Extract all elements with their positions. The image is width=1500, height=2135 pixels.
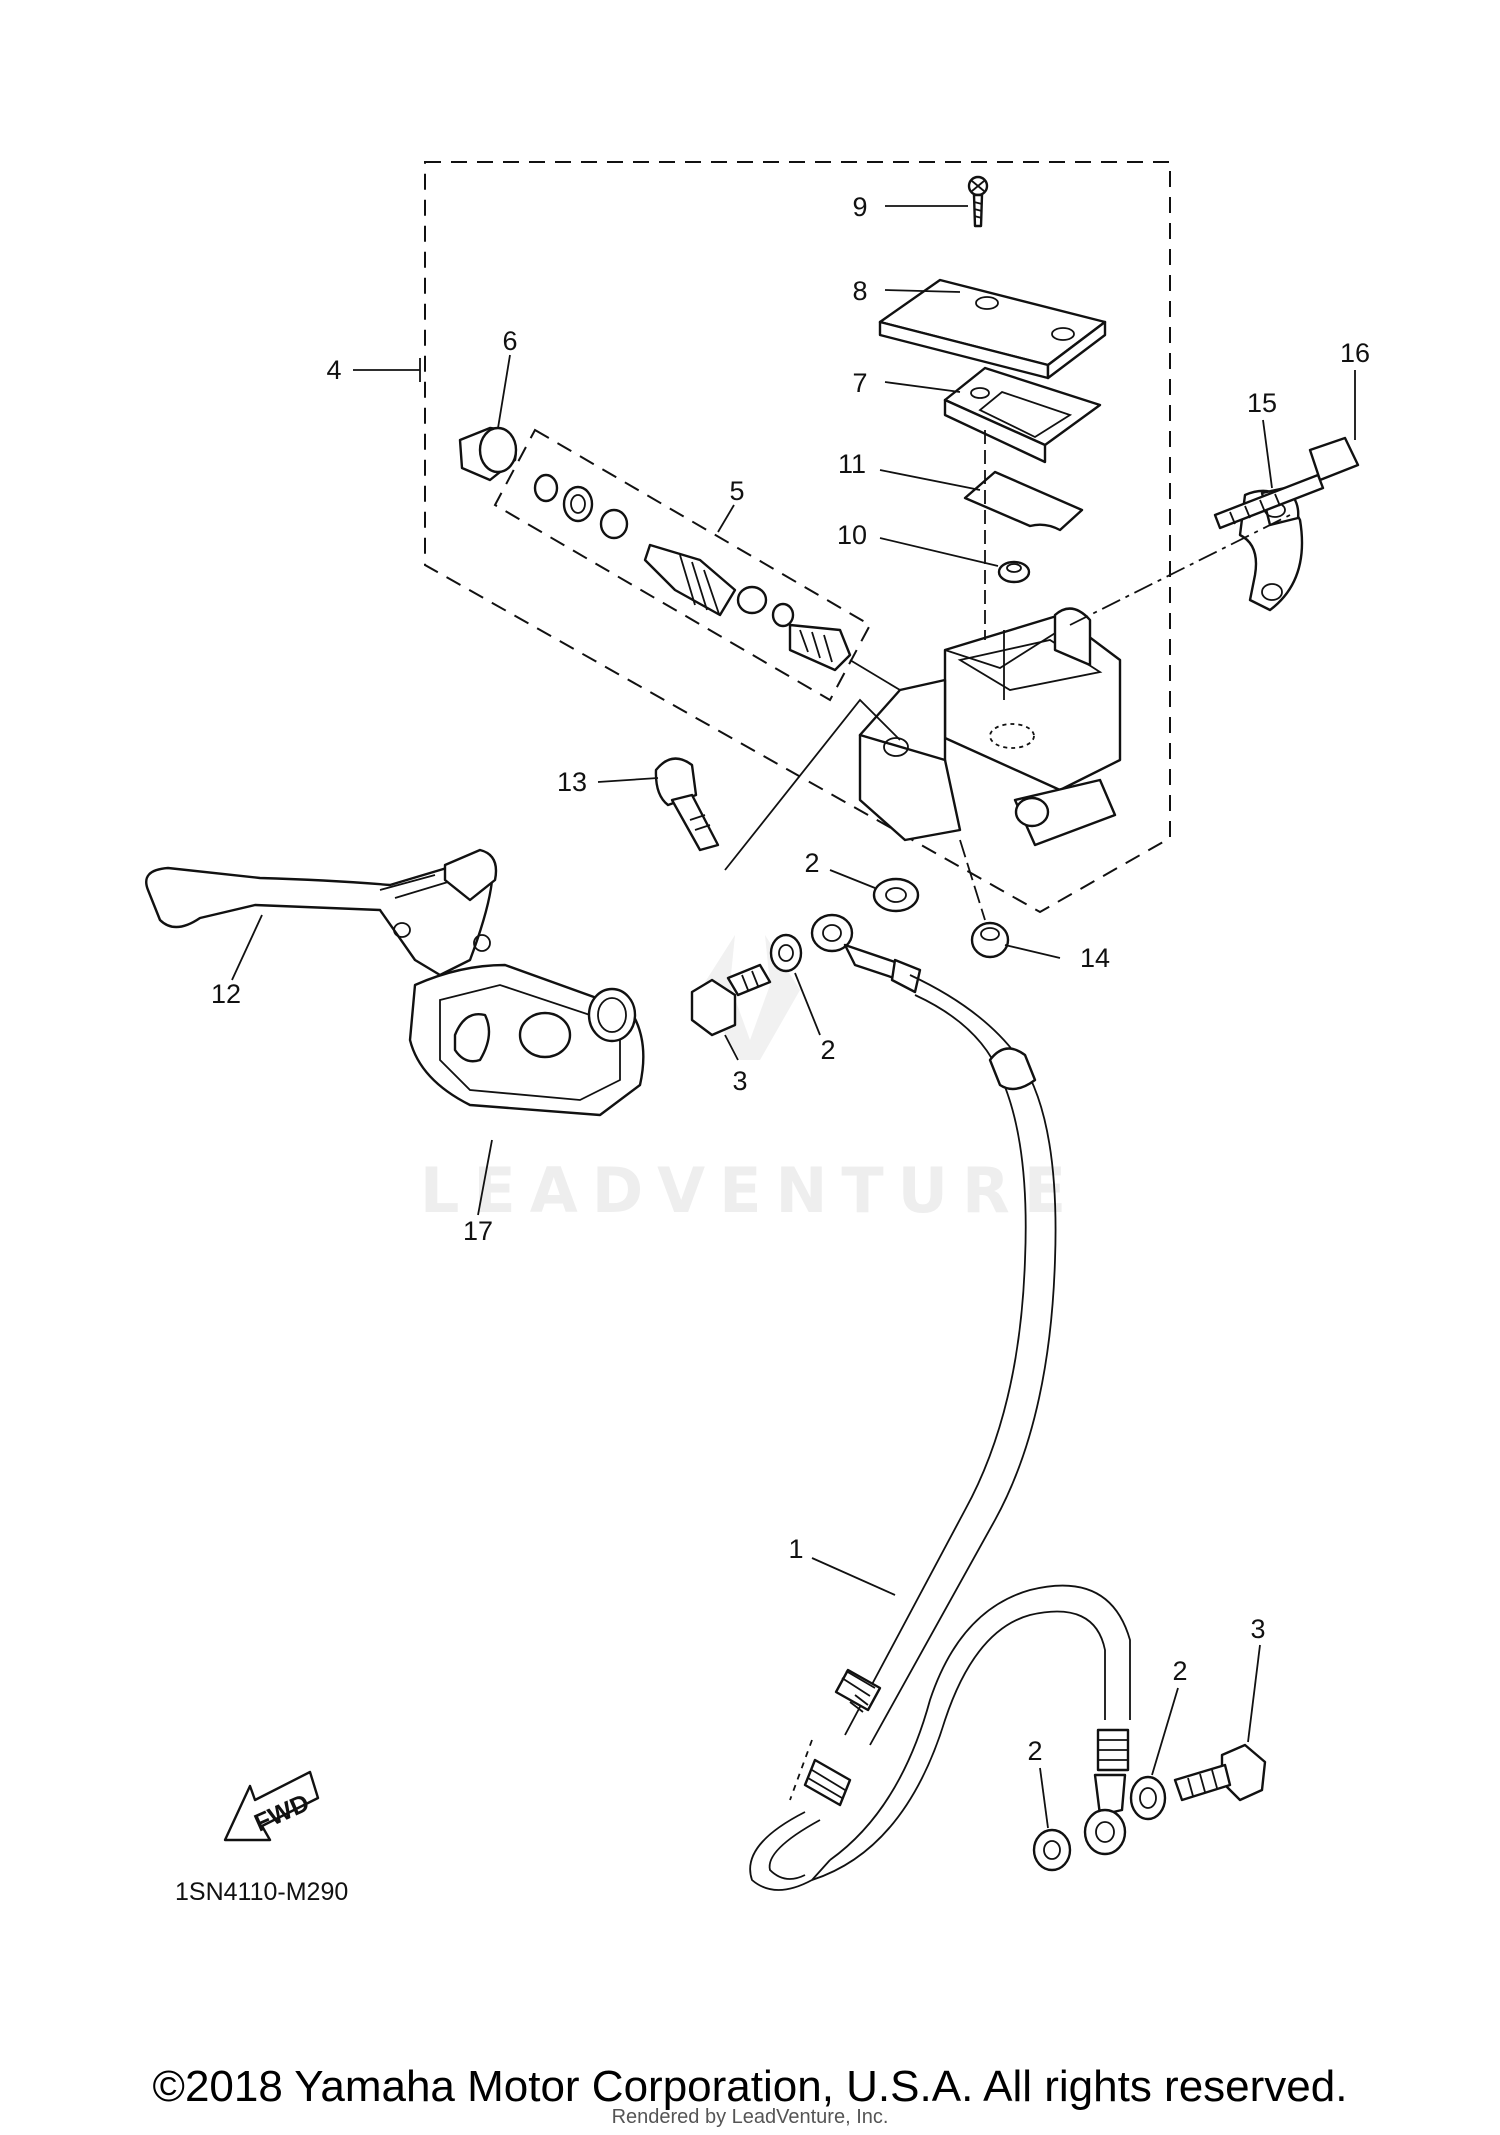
copyright-notice: ©2018 Yamaha Motor Corporation, U.S.A. A… bbox=[152, 2062, 1348, 2111]
reservoir-cap-8 bbox=[878, 278, 1107, 380]
boot-6 bbox=[458, 426, 518, 482]
callout-9: 9 bbox=[852, 192, 867, 222]
callout-15: 15 bbox=[1247, 388, 1277, 418]
callout-10: 10 bbox=[837, 520, 867, 550]
banjo-bolt-3-lower bbox=[1173, 1743, 1267, 1802]
callout-5: 5 bbox=[729, 476, 744, 506]
callouts: 9 8 7 11 10 15 16 4 6 5 13 2 14 2 3 12 1… bbox=[211, 192, 1370, 1766]
master-cylinder-body bbox=[858, 430, 1122, 847]
brake-lever-12 bbox=[145, 848, 498, 977]
fwd-arrow-icon: FWD bbox=[223, 1770, 320, 1842]
diaphragm-11 bbox=[963, 470, 1084, 532]
callout-13: 13 bbox=[557, 767, 587, 797]
washer-2-lower-left bbox=[1032, 1828, 1072, 1872]
watermark-text: LEADVENTURE bbox=[420, 1154, 1080, 1227]
callout-17: 17 bbox=[463, 1216, 493, 1246]
banjo-bolt-3-upper bbox=[690, 963, 772, 1037]
washer-10 bbox=[997, 560, 1031, 584]
callout-1: 1 bbox=[788, 1534, 803, 1564]
pivot-bolt-13 bbox=[654, 757, 720, 852]
washer-2-middle bbox=[769, 933, 803, 973]
callout-8: 8 bbox=[852, 276, 867, 306]
nut-14 bbox=[970, 921, 1010, 959]
callout-2-middle: 2 bbox=[820, 1035, 835, 1065]
diaphragm-plate-7 bbox=[943, 366, 1102, 464]
callout-3-upper: 3 bbox=[732, 1066, 747, 1096]
piston-kit-5 bbox=[533, 473, 852, 672]
callout-11: 11 bbox=[838, 449, 866, 479]
callout-2-upper: 2 bbox=[804, 848, 819, 878]
callout-16: 16 bbox=[1340, 338, 1370, 368]
rendered-by-notice: Rendered by LeadVenture, Inc. bbox=[611, 2106, 889, 2128]
callout-12: 12 bbox=[211, 979, 241, 1009]
leader-lines bbox=[231, 205, 1356, 1829]
assembly-boundary bbox=[424, 161, 1171, 914]
brake-hose-1 bbox=[749, 913, 1131, 1891]
callout-4: 4 bbox=[326, 355, 341, 385]
lever-cover-17 bbox=[408, 963, 645, 1117]
washer-2-upper bbox=[872, 877, 920, 913]
screw-9 bbox=[967, 175, 989, 228]
bolt-16 bbox=[1213, 436, 1360, 530]
piston-kit-boundary bbox=[493, 428, 872, 702]
callout-3-lower: 3 bbox=[1250, 1614, 1265, 1644]
callout-6: 6 bbox=[502, 326, 517, 356]
callout-14: 14 bbox=[1080, 943, 1110, 973]
washer-2-lower-right bbox=[1129, 1775, 1167, 1821]
callout-2-lower-left: 2 bbox=[1027, 1736, 1042, 1766]
callout-7: 7 bbox=[852, 368, 867, 398]
reference-code: 1SN4110-M290 bbox=[175, 1878, 348, 1906]
callout-2-lower-right: 2 bbox=[1172, 1656, 1187, 1686]
